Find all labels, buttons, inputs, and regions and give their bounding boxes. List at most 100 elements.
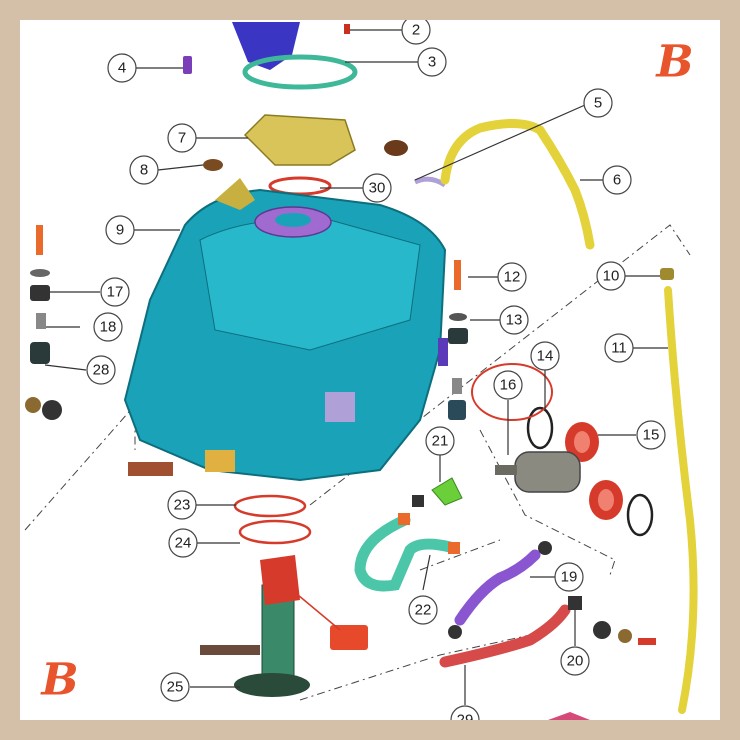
callout-15: 15 (636, 420, 666, 450)
callout-2-number: 2 (412, 22, 420, 39)
callout-17-number: 17 (107, 284, 124, 301)
callout-18: 18 (93, 312, 123, 342)
callout-13-number: 13 (506, 312, 523, 329)
brand-logo-top: B (654, 37, 693, 88)
callout-12-number: 12 (504, 269, 521, 286)
tank-rear-bracket (128, 462, 173, 476)
callout-14-number: 14 (537, 348, 554, 365)
clamp-part-lower (448, 625, 462, 639)
tank-side-bracket (325, 392, 355, 422)
tank-lower-bracket (205, 450, 235, 472)
damper-part-17 (30, 285, 50, 301)
seal-part-15-inner (574, 431, 590, 453)
callout-16-number: 16 (500, 377, 517, 394)
hose-part-29 (439, 604, 571, 668)
callout-3-number: 3 (428, 54, 436, 71)
pump-float-line (297, 594, 341, 631)
callout-11-number: 11 (611, 340, 627, 357)
grommet-part-28 (30, 342, 50, 364)
drain-hose-part-11 (664, 286, 698, 714)
callout-7-number: 7 (178, 130, 186, 147)
callout-29-number: 29 (457, 712, 474, 721)
callout-4: 4 (107, 53, 137, 83)
oring-part-14b (626, 493, 654, 537)
hose-end-orange (398, 513, 410, 525)
callout-13: 13 (499, 305, 529, 335)
callout-8-number: 8 (140, 162, 148, 179)
collar-part-18 (36, 313, 46, 329)
hose-part-19 (454, 549, 541, 626)
callout-24: 24 (168, 528, 198, 558)
washer-part-20c (618, 629, 632, 643)
callout-25-number: 25 (167, 679, 184, 696)
callout-19-number: 19 (561, 569, 578, 586)
partial-part-bottom (548, 712, 590, 720)
pump-float (330, 625, 368, 650)
callout-21-number: 21 (432, 433, 449, 450)
clip-part-21 (412, 495, 424, 507)
clamp-part-19 (538, 541, 552, 555)
pump-nozzle (495, 465, 517, 475)
washer-part-left (30, 269, 50, 277)
fitting-part-10 (660, 268, 674, 280)
hose-end-orange-2 (448, 542, 460, 554)
fuel-hose-part-22 (354, 514, 456, 592)
washer-part-8 (203, 159, 223, 171)
callout-24-number: 24 (175, 535, 192, 552)
collar-part-right (452, 378, 462, 394)
pump-module-head (260, 555, 300, 605)
callout-6: 6 (602, 165, 632, 195)
pump-body-part-16 (514, 451, 581, 493)
oring-part-14 (526, 406, 554, 450)
connector-part-21 (431, 477, 463, 506)
callout-28: 28 (86, 355, 116, 385)
callout-28-number: 28 (93, 362, 110, 379)
callout-5: 5 (583, 88, 613, 118)
callout-7: 7 (167, 123, 197, 153)
oring-part-23 (233, 494, 307, 518)
callout-25: 25 (160, 672, 190, 702)
callout-18-number: 18 (100, 319, 117, 336)
leader-lines (44, 29, 668, 705)
grommet-part (384, 140, 408, 156)
callout-19: 19 (554, 562, 584, 592)
callout-22-number: 22 (415, 602, 432, 619)
callout-23: 23 (167, 490, 197, 520)
bracket-part-right (438, 338, 448, 366)
tank-filler-hole (275, 213, 311, 227)
bracket-part-7 (243, 114, 356, 166)
tank-mount-bracket (215, 178, 255, 210)
callout-22: 22 (408, 595, 438, 625)
callout-9-number: 9 (116, 222, 124, 239)
callout-5-number: 5 (594, 95, 602, 112)
callout-23-number: 23 (174, 497, 191, 514)
callout-11: 11 (604, 333, 634, 363)
callout-10-number: 10 (603, 268, 620, 285)
seal-part-15b-inner (598, 489, 614, 511)
exploded-parts-diagram: 2 3 4 5 6 7 8 9 10 11 12 13 (24, 20, 698, 721)
pump-module-base (234, 673, 310, 697)
callout-4-number: 4 (118, 60, 126, 77)
callout-14: 14 (530, 341, 560, 371)
callout-21: 21 (425, 426, 455, 456)
oring-part-24 (238, 519, 312, 545)
callout-3: 3 (417, 47, 447, 77)
callout-17: 17 (100, 277, 130, 307)
callout-20-number: 20 (567, 653, 584, 670)
callout-12: 12 (497, 262, 527, 292)
grommet-part-right (448, 400, 466, 420)
callout-8: 8 (129, 155, 159, 185)
callout-6-number: 6 (613, 172, 621, 189)
callout-10: 10 (596, 261, 626, 291)
bolt-part-12 (454, 260, 461, 290)
callout-30-number: 30 (369, 180, 386, 197)
bolt-part-left (36, 225, 43, 255)
callout-15-number: 15 (643, 427, 660, 444)
diagram-frame: 2 3 4 5 6 7 8 9 10 11 12 13 (20, 20, 720, 720)
callout-2: 2 (401, 20, 431, 45)
callout-9: 9 (105, 215, 135, 245)
mount-part-left (42, 400, 62, 420)
screw-part-20d (638, 638, 656, 645)
fuel-cap-part (232, 22, 300, 70)
damper-part-13 (448, 328, 468, 344)
